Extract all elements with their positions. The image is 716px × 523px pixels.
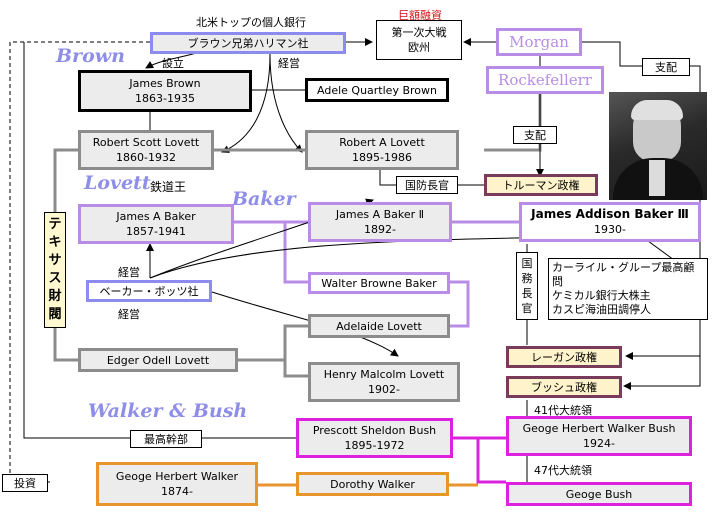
prescott-years: 1895-1972 bbox=[344, 439, 405, 452]
james-a-baker-ii-node[interactable]: James A Baker Ⅱ 1892- bbox=[308, 202, 452, 242]
brown-harriman-label: ブラウン兄弟ハリマン社 bbox=[187, 36, 309, 50]
label-invest: 投資 bbox=[2, 474, 48, 492]
james-brown-years: 1863-1935 bbox=[135, 92, 195, 105]
rs-lovett-name: Robert Scott Lovett bbox=[92, 136, 200, 149]
family-baker: Baker bbox=[232, 188, 296, 210]
dorothy-name: Dorothy Walker bbox=[330, 477, 415, 491]
jab2-name: James A Baker Ⅱ bbox=[335, 208, 425, 221]
jab3-name: James Addison Baker Ⅲ bbox=[531, 207, 689, 221]
reagan-admin-node[interactable]: レーガン政権 bbox=[506, 346, 622, 368]
carlyle-info-box: カーライル・グループ最高顧 問 ケミカル銀行大株主 カスピ海油田調停人 bbox=[548, 258, 708, 320]
prescott-bush-node[interactable]: Prescott Sheldon Bush 1895-1972 bbox=[296, 418, 453, 458]
label-manage-brown: 経営 bbox=[278, 57, 300, 70]
label-control-left: 支配 bbox=[513, 126, 557, 144]
portrait-photo bbox=[609, 92, 707, 200]
adelaide-name: Adelaide Lovett bbox=[336, 319, 422, 333]
bank-caption: 北米トップの個人銀行 bbox=[196, 16, 306, 29]
label-defense-head: 国防長官 bbox=[396, 176, 458, 194]
dorothy-walker-node[interactable]: Dorothy Walker bbox=[296, 472, 449, 496]
ghw-walker-node[interactable]: Geoge Herbert Walker 1874- bbox=[96, 462, 258, 506]
morgan-node[interactable]: Morgan bbox=[496, 28, 582, 56]
truman-admin-node[interactable]: トルーマン政権 bbox=[484, 174, 598, 196]
carlyle-line4: カスピ海油田調停人 bbox=[552, 303, 651, 316]
ghwb-years: 1924- bbox=[583, 437, 615, 450]
edger-name: Edger Odell Lovett bbox=[106, 353, 210, 367]
james-brown-name: James Brown bbox=[129, 77, 201, 90]
ghw-bush-node[interactable]: Geoge Herbert Walker Bush 1924- bbox=[506, 416, 692, 456]
wwi-line2: 欧州 bbox=[408, 41, 430, 54]
family-walker-bush: Walker & Bush bbox=[88, 400, 248, 422]
rockefeller-node[interactable]: Rockefellerr bbox=[486, 66, 604, 94]
ra-lovett-years: 1895-1986 bbox=[352, 151, 412, 164]
label-established: 設立 bbox=[162, 57, 184, 70]
morgan-label: Morgan bbox=[509, 32, 569, 51]
bush-admin-node[interactable]: ブッシュ政権 bbox=[506, 376, 622, 398]
walter-name: Walter Browne Baker bbox=[321, 276, 437, 290]
family-lovett: Lovett bbox=[84, 172, 151, 194]
ra-lovett-name: Robert A Lovett bbox=[339, 136, 425, 149]
adele-node[interactable]: Adele Quartley Brown bbox=[305, 78, 449, 102]
carlyle-line2: 問 bbox=[552, 275, 563, 288]
label-manage-botts-bottom: 経営 bbox=[118, 308, 140, 321]
label-executive: 最高幹部 bbox=[130, 430, 202, 448]
henry-lovett-node[interactable]: Henry Malcolm Lovett 1902- bbox=[308, 362, 460, 402]
label-47th-president: 47代大統領 bbox=[534, 464, 592, 477]
label-manage-botts-top: 経営 bbox=[118, 266, 140, 279]
brown-harriman-node[interactable]: ブラウン兄弟ハリマン社 bbox=[150, 32, 346, 54]
james-brown-node[interactable]: James Brown 1863-1935 bbox=[78, 70, 252, 112]
label-41st-president: 41代大統領 bbox=[534, 404, 592, 417]
texas-text: テキサス財閥 bbox=[48, 217, 62, 322]
james-a-baker-iii-node[interactable]: James Addison Baker Ⅲ 1930- bbox=[519, 202, 701, 242]
carlyle-line1: カーライル・グループ最高顧 bbox=[552, 261, 695, 274]
baker-botts-node[interactable]: ベーカー・ボッツ社 bbox=[86, 280, 212, 302]
edger-lovett-node[interactable]: Edger Odell Lovett bbox=[78, 348, 238, 372]
jab2-years: 1892- bbox=[364, 223, 396, 236]
walter-browne-baker-node[interactable]: Walter Browne Baker bbox=[308, 272, 450, 294]
jab1-years: 1857-1941 bbox=[126, 225, 186, 238]
ghw-name: Geoge Herbert Walker bbox=[115, 470, 239, 483]
prescott-name: Prescott Sheldon Bush bbox=[312, 424, 437, 437]
wwi-europe-node[interactable]: 第一次大戦 欧州 bbox=[376, 20, 462, 60]
state-head-label: 国務長官 bbox=[516, 252, 538, 320]
ghw-years: 1874- bbox=[161, 485, 193, 498]
robert-a-lovett-node[interactable]: Robert A Lovett 1895-1986 bbox=[305, 130, 459, 170]
gbush-name: Geoge Bush bbox=[565, 487, 633, 501]
henry-years: 1902- bbox=[368, 383, 400, 396]
george-bush-node[interactable]: Geoge Bush bbox=[506, 482, 692, 506]
label-railroad-king: 鉄道王 bbox=[150, 180, 187, 194]
loan-caption: 巨額融資 bbox=[398, 9, 442, 22]
family-brown: Brown bbox=[56, 45, 125, 67]
baker-botts-name: ベーカー・ボッツ社 bbox=[99, 284, 199, 298]
jab1-name: James A Baker bbox=[116, 210, 196, 223]
state-head-text: 国務長官 bbox=[521, 257, 533, 315]
jab3-years: 1930- bbox=[594, 223, 626, 236]
label-control-right: 支配 bbox=[642, 58, 690, 76]
reagan-name: レーガン政権 bbox=[531, 350, 597, 364]
wwi-line1: 第一次大戦 bbox=[391, 26, 447, 39]
rs-lovett-years: 1860-1932 bbox=[116, 151, 176, 164]
adelaide-lovett-node[interactable]: Adelaide Lovett bbox=[308, 314, 450, 338]
bush-admin-name: ブッシュ政権 bbox=[531, 380, 597, 394]
adele-name: Adele Quartley Brown bbox=[317, 83, 437, 97]
carlyle-line3: ケミカル銀行大株主 bbox=[552, 289, 651, 302]
texas-group-label: テキサス財閥 bbox=[44, 212, 66, 328]
rockefeller-label: Rockefellerr bbox=[498, 70, 592, 89]
robert-scott-lovett-node[interactable]: Robert Scott Lovett 1860-1932 bbox=[78, 130, 214, 170]
ghwb-name: Geoge Herbert Walker Bush bbox=[522, 422, 676, 435]
henry-name: Henry Malcolm Lovett bbox=[323, 368, 445, 381]
truman-name: トルーマン政権 bbox=[502, 178, 580, 192]
james-a-baker-node[interactable]: James A Baker 1857-1941 bbox=[78, 204, 234, 244]
